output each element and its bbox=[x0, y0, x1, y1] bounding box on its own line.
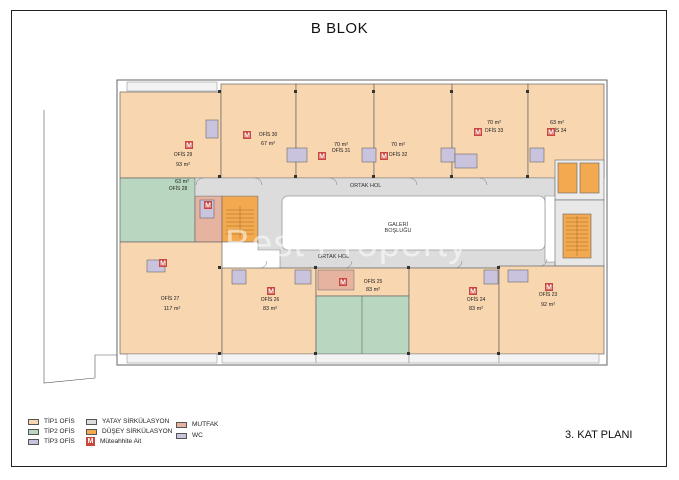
legend-tip2: TİP2 OFİS bbox=[28, 428, 75, 435]
office-27-area bbox=[119, 241, 223, 355]
corridor-label-bottom: ORTAK HOL bbox=[318, 254, 349, 260]
office-name-1: OFİS 30 bbox=[259, 131, 278, 138]
mark-box-1 bbox=[243, 131, 251, 139]
legend-swatch-dusey bbox=[86, 428, 97, 435]
mark-letter-11: M bbox=[546, 285, 552, 292]
office-area-2: 70 m² bbox=[334, 142, 348, 148]
mark-box-11 bbox=[545, 283, 553, 291]
wc-units bbox=[146, 119, 545, 285]
office-area-3: 70 m² bbox=[391, 142, 405, 148]
office-name-0: OFİS 29 bbox=[174, 151, 193, 158]
plan-name: 3. KAT PLANI bbox=[565, 429, 633, 441]
stair-lines-right bbox=[566, 216, 588, 256]
office-area-1: 67 m² bbox=[261, 141, 275, 147]
office-area-9: 83 m² bbox=[366, 287, 380, 293]
mark-box-5 bbox=[547, 128, 555, 136]
mark-letter-7: M bbox=[160, 261, 166, 268]
legend-swatch-wc bbox=[176, 432, 187, 439]
legend-dusey: DÜŞEY SİRKÜLASYON bbox=[86, 428, 172, 435]
office-area-0: 93 m² bbox=[176, 162, 190, 168]
elevator-2 bbox=[579, 162, 600, 194]
mark-letter-9: M bbox=[340, 280, 346, 287]
office-28-area bbox=[119, 177, 196, 243]
mark-letter-5: M bbox=[548, 130, 554, 137]
legend-yatay: YATAY SİRKÜLASYON bbox=[86, 418, 169, 425]
mark-box-8 bbox=[267, 287, 275, 295]
office-name-3: OFİS 32 bbox=[389, 151, 408, 158]
kitchen-office-25 bbox=[317, 269, 355, 291]
mark-box-6 bbox=[204, 201, 212, 209]
mark-letter-4: M bbox=[475, 130, 481, 137]
office-25-area bbox=[315, 295, 410, 355]
mark-box-2 bbox=[318, 152, 326, 160]
office-name-6: OFİS 28 bbox=[169, 185, 188, 192]
mark-letter-8: M bbox=[268, 289, 274, 296]
mark-letter-1: M bbox=[244, 133, 250, 140]
gallery-void bbox=[281, 195, 546, 251]
gallery-label-1: GALERİ bbox=[388, 221, 409, 228]
site-boundary bbox=[43, 110, 117, 384]
elevator-1 bbox=[557, 162, 578, 194]
office-area-11: 92 m² bbox=[541, 302, 555, 308]
mark-box-4 bbox=[474, 128, 482, 136]
legend: TİP1 OFİS TİP2 OFİS TİP3 OFİS YATAY SİRK… bbox=[28, 418, 328, 458]
legend-mutfak: MUTFAK bbox=[176, 421, 218, 428]
mark-box-3 bbox=[380, 152, 388, 160]
office-32-area bbox=[373, 83, 453, 179]
mark-box-0 bbox=[185, 141, 193, 149]
door-swings bbox=[195, 177, 548, 269]
mark-letter-10: M bbox=[470, 289, 476, 296]
office-name-2: OFİS 31 bbox=[332, 147, 351, 154]
corridor-label-top: ORTAK HOL bbox=[350, 183, 381, 189]
mark-box-7 bbox=[159, 259, 167, 267]
office-area-5: 63 m² bbox=[550, 120, 564, 126]
legend-swatch-mutfak bbox=[176, 421, 187, 428]
office-area-7: 117 m² bbox=[164, 306, 181, 312]
office-name-11: OFİS 23 bbox=[539, 291, 558, 298]
balconies bbox=[126, 81, 600, 364]
legend-swatch-tip2 bbox=[28, 428, 39, 435]
gallery-label-2: BOŞLUĞU bbox=[385, 227, 412, 234]
mark-box-9 bbox=[339, 278, 347, 286]
office-area-10: 83 m² bbox=[469, 306, 483, 312]
stair-lines-left bbox=[226, 206, 254, 238]
mark-letter-6: M bbox=[205, 203, 211, 210]
mark-letter-0: M bbox=[186, 143, 192, 150]
mark-letter-2: M bbox=[319, 154, 325, 161]
legend-swatch-yatay bbox=[86, 418, 97, 425]
mark-letter-3: M bbox=[381, 154, 387, 161]
office-area-6: 63 m² bbox=[175, 179, 189, 185]
legend-swatch-tip3 bbox=[28, 438, 39, 445]
office-name-4: OFİS 33 bbox=[485, 127, 504, 134]
legend-swatch-mark: M bbox=[86, 437, 95, 446]
office-name-5: OFİS 34 bbox=[548, 127, 567, 134]
mark-box-10 bbox=[469, 287, 477, 295]
office-name-10: OFİS 24 bbox=[467, 296, 486, 303]
office-area-4: 70 m² bbox=[487, 120, 501, 126]
legend-tip1: TİP1 OFİS bbox=[28, 418, 75, 425]
legend-wc: WC bbox=[176, 432, 203, 439]
columns bbox=[218, 90, 529, 355]
office-name-9: OFİS 25 bbox=[364, 278, 383, 285]
office-name-8: OFİS 26 bbox=[261, 296, 280, 303]
legend-tip3: TİP3 OFİS bbox=[28, 438, 75, 445]
office-name-7: OFİS 27 bbox=[161, 295, 180, 302]
block-title: B BLOK bbox=[310, 20, 369, 37]
office-area-8: 83 m² bbox=[263, 306, 277, 312]
office-31-area bbox=[295, 83, 375, 179]
office-30-area bbox=[220, 83, 297, 179]
legend-swatch-tip1 bbox=[28, 418, 39, 425]
contractor-marks: M M M M M M M M M M M M bbox=[159, 128, 555, 296]
